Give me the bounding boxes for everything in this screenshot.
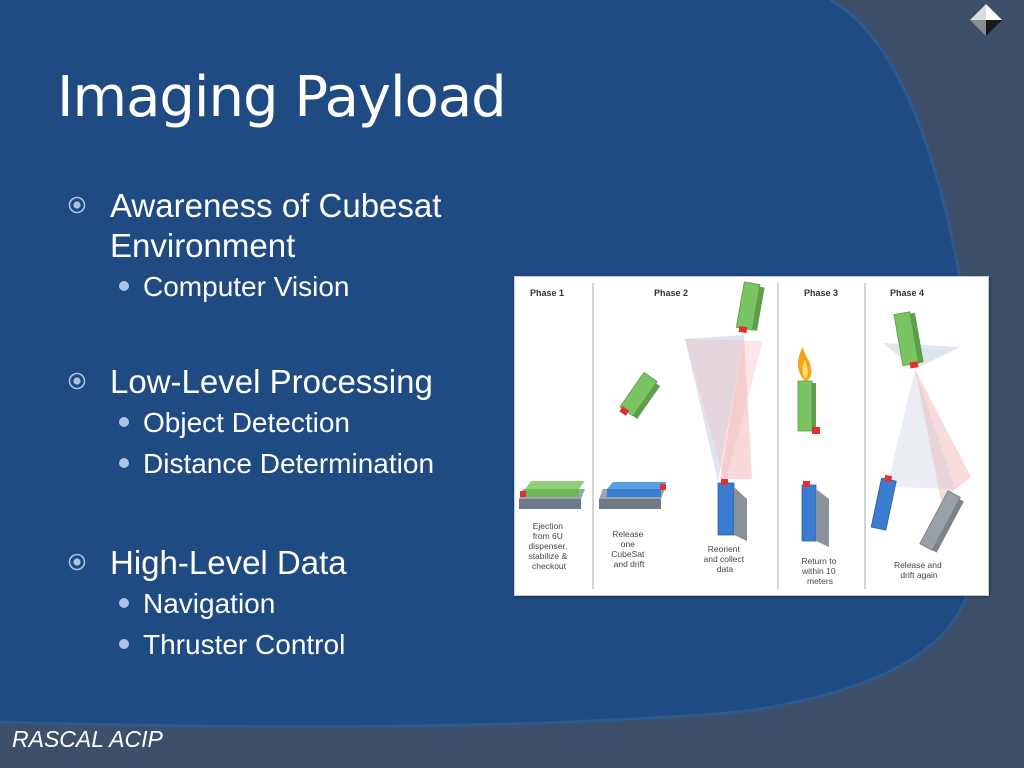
filled-dot-icon (119, 417, 129, 427)
bullet-level1: Low-Level Processing (66, 362, 506, 402)
phase-caption: Ejection from 6U dispenser, stabilize & … (528, 521, 569, 571)
slide-title: Imaging Payload (57, 65, 507, 130)
camera-cone (720, 335, 752, 479)
bullet-level1: High-Level Data (66, 543, 506, 583)
camera-cone (887, 369, 955, 489)
phase-label: Phase 4 (890, 288, 924, 298)
circle-dot-icon (68, 196, 86, 214)
phase-caption: Return to within 10 meters (801, 556, 839, 586)
sub-bullet-text: Thruster Control (143, 629, 346, 660)
cubesat-dispenser (519, 481, 585, 509)
sub-bullet: Computer Vision (66, 266, 506, 307)
cubesat (919, 490, 964, 553)
filled-dot-icon (119, 458, 129, 468)
phase-caption: Reorient and collect data (703, 544, 746, 574)
flame-icon (798, 347, 812, 381)
filled-dot-icon (119, 281, 129, 291)
circle-dot-icon (68, 553, 86, 571)
bullet-text: Low-Level Processing (110, 363, 433, 400)
cubesat-dispenser (599, 482, 667, 509)
cubesat (870, 474, 897, 531)
cubesat (801, 481, 829, 547)
bullet-group-high-level: High-Level Data Navigation Thruster Cont… (66, 543, 506, 665)
circle-dot-icon (68, 372, 86, 390)
phase-caption: Release and drift again (894, 560, 944, 580)
bullet-level1: Awareness of Cubesat Environment (66, 186, 506, 266)
cubesat (797, 380, 820, 434)
filled-dot-icon (119, 639, 129, 649)
sub-bullet: Distance Determination (66, 443, 506, 484)
diamond-nav-icon[interactable] (968, 2, 1004, 38)
bullet-text: Awareness of Cubesat Environment (110, 187, 442, 264)
cubesat (717, 479, 747, 541)
sub-bullet: Object Detection (66, 402, 506, 443)
phase-caption: Release one CubeSat and drift (611, 529, 646, 569)
phase-label: Phase 1 (530, 288, 564, 298)
sub-bullet: Navigation (66, 583, 506, 624)
phase-label: Phase 2 (654, 288, 688, 298)
cubesat (619, 371, 661, 419)
footer-text: RASCAL ACIP (12, 726, 163, 752)
camera-cone (685, 335, 744, 482)
bullet-text: High-Level Data (110, 544, 347, 581)
camera-cone (685, 339, 763, 483)
bullet-group-awareness: Awareness of Cubesat Environment Compute… (66, 186, 506, 307)
sub-bullet-text: Object Detection (143, 407, 350, 438)
cubesat (893, 311, 924, 369)
camera-cone (915, 369, 971, 501)
cubesat (735, 281, 765, 334)
sub-bullet-text: Navigation (143, 588, 276, 619)
sub-bullet-text: Computer Vision (143, 271, 350, 302)
sub-bullet-text: Distance Determination (143, 448, 435, 479)
bullet-group-low-level: Low-Level Processing Object Detection Di… (66, 362, 506, 484)
sub-bullet: Thruster Control (66, 624, 506, 665)
filled-dot-icon (119, 598, 129, 608)
phase-diagram: Phase 1 Phase 2 Phase 3 Phase 4 (514, 276, 989, 596)
phase-label: Phase 3 (804, 288, 838, 298)
